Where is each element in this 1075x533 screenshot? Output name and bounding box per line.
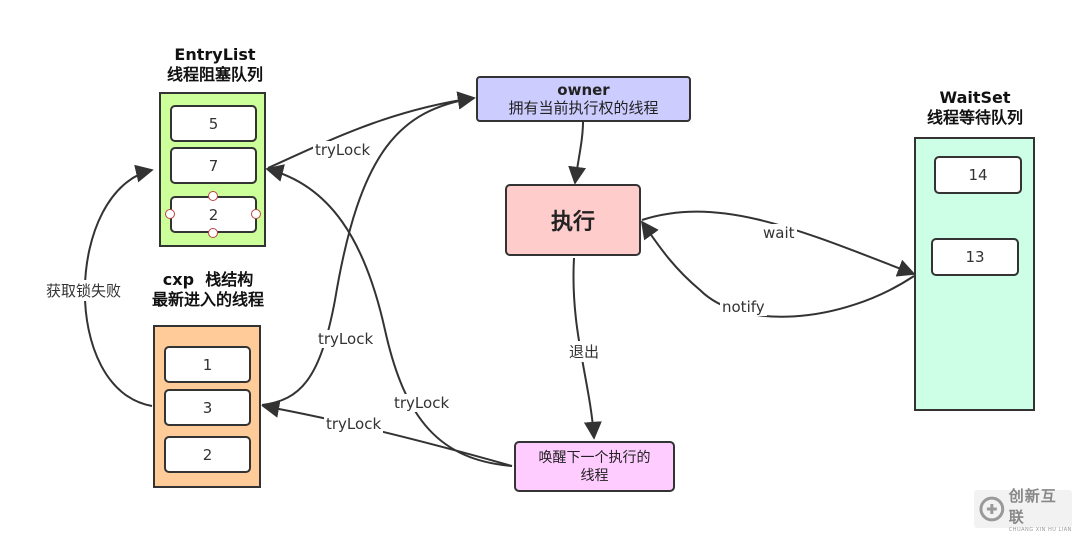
waitset-item: 14 (934, 156, 1022, 194)
arrow-owner-to-execute (568, 121, 587, 185)
execute-box: 执行 (505, 184, 641, 256)
cxp-item: 3 (164, 389, 251, 426)
owner-box: owner 拥有当前执行权的线程 (476, 76, 691, 122)
cxp-stack: 1 3 2 (153, 325, 261, 488)
edge-label-acquire-fail: 获取锁失败 (44, 280, 124, 301)
entrylist-subtitle: 线程阻塞队列 (166, 65, 263, 84)
waitset-title: WaitSet (939, 88, 1011, 107)
edge-label-trylock: tryLock (316, 330, 376, 348)
arrow-cxp-to-owner (261, 91, 476, 406)
selection-handle[interactable] (165, 209, 175, 219)
selection-handle[interactable] (208, 191, 218, 201)
waitset-item: 13 (931, 238, 1019, 276)
cxp-subtitle: 最新进入的线程 (151, 290, 264, 309)
edge-label-wait: wait (761, 224, 797, 242)
entrylist-item: 5 (170, 105, 257, 142)
execute-label: 执行 (550, 210, 595, 235)
watermark: 创新互联 CHUANG XIN HU LIAN (974, 487, 1072, 533)
waitset-heading: WaitSet 线程等待队列 (900, 88, 1050, 128)
waitset-queue: 14 13 (914, 137, 1035, 411)
selection-handle[interactable] (251, 209, 261, 219)
entrylist-title: EntryList (174, 45, 256, 64)
edge-label-notify: notify (720, 298, 767, 316)
edge-label-trylock: tryLock (313, 141, 373, 159)
arrow-execute-to-waitset (641, 210, 916, 277)
arrow-entrylist-to-owner (267, 91, 476, 169)
entrylist-queue: 5 7 2 (159, 92, 266, 247)
cxp-title: cxp 栈结构 (162, 270, 254, 289)
wake-next-line1: 唤醒下一个执行的 (538, 449, 651, 466)
arrow-wake-to-entrylist (265, 164, 513, 467)
entrylist-item: 7 (170, 147, 257, 184)
selection-handle[interactable] (208, 228, 218, 238)
owner-subtitle: 拥有当前执行权的线程 (508, 99, 659, 117)
cxp-item: 2 (164, 436, 251, 473)
watermark-text: 创新互联 (1008, 487, 1057, 526)
wake-next-line2: 线程 (580, 467, 609, 484)
watermark-logo-icon (979, 496, 1005, 522)
waitset-subtitle: 线程等待队列 (926, 108, 1023, 127)
arrow-wake-to-cxp (261, 400, 513, 467)
cxp-item: 1 (164, 346, 251, 383)
entrylist-heading: EntryList 线程阻塞队列 (150, 45, 280, 85)
arrow-waitset-to-execute (640, 220, 915, 318)
cxp-heading: cxp 栈结构 最新进入的线程 (128, 270, 288, 310)
edge-label-trylock: tryLock (324, 415, 384, 433)
watermark-subtext: CHUANG XIN HU LIAN (1008, 527, 1072, 533)
edge-label-trylock: tryLock (392, 394, 452, 412)
owner-title: owner (557, 81, 610, 99)
wake-next-box: 唤醒下一个执行的 线程 (514, 441, 675, 492)
edge-label-exit: 退出 (567, 341, 602, 362)
